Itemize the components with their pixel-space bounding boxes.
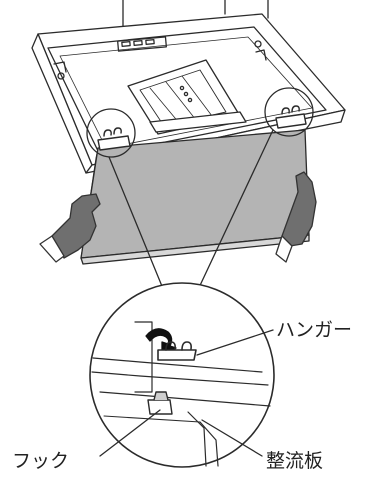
hook-label: フック [12,452,69,471]
rectifier-plate-label: 整流板 [266,452,323,471]
magnified-view [90,283,274,467]
hanger-label: ハンガー [276,321,352,340]
rectifier-plate [81,130,309,264]
